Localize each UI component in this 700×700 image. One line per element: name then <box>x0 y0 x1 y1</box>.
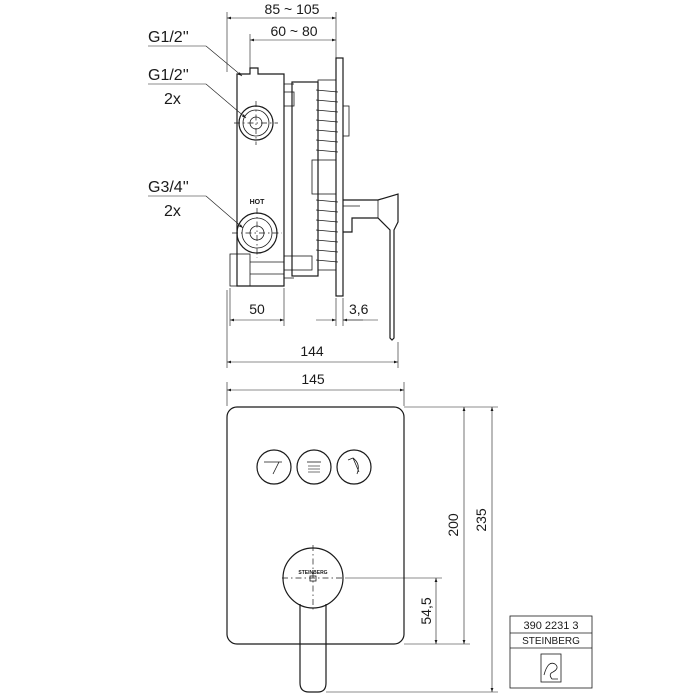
port-lower-thread: G3/4'' <box>148 179 189 196</box>
port-top-callout: G1/2'' <box>148 29 243 77</box>
port-upper-callout: G1/2'' 2x <box>148 67 247 119</box>
function-buttons <box>256 449 372 485</box>
mixer-handle: STEINBERG <box>282 545 345 693</box>
button-shower <box>296 449 332 485</box>
port-upper-thread: G1/2'' <box>148 67 189 84</box>
dim-plate-thickness-label: 3,6 <box>349 301 369 317</box>
dim-height-235-label: 235 <box>473 508 489 532</box>
port-upper-fitting <box>234 101 278 145</box>
dim-width-144-label: 144 <box>300 343 324 359</box>
side-view: 85 ~ 105 60 ~ 80 <box>148 1 399 368</box>
dim-height-200-label: 200 <box>445 513 461 537</box>
hand-shower-icon <box>347 457 360 475</box>
port-upper-qty: 2x <box>164 91 181 108</box>
dimension-overall-depth: 85 ~ 105 <box>226 1 337 72</box>
brand-logo-icon <box>540 653 562 683</box>
front-view: 145 <box>226 371 498 693</box>
thread-ribs <box>315 89 339 263</box>
dim-handle-axis-label: 54,5 <box>418 597 434 624</box>
dimension-height-235: 235 <box>326 406 498 693</box>
dim-width-145-label: 145 <box>301 371 325 387</box>
dimension-width-144: 144 <box>226 290 399 368</box>
dimension-height-200: 200 <box>404 406 470 645</box>
dimension-plate-thickness: 3,6 <box>316 298 378 326</box>
button-hand-shower <box>336 449 372 485</box>
dim-overall-depth-label: 85 ~ 105 <box>265 1 320 17</box>
cover-plate-side <box>335 57 399 341</box>
dim-box-depth-label: 60 ~ 80 <box>270 23 317 39</box>
hot-marking: HOT <box>250 199 266 206</box>
bath-spout-icon <box>264 461 282 475</box>
port-lower-callout: G3/4'' 2x <box>148 179 244 229</box>
port-lower-qty: 2x <box>164 203 181 220</box>
button-bath <box>256 449 292 485</box>
cover-plate-front <box>226 406 405 645</box>
dimension-width-145: 145 <box>226 371 405 406</box>
dimension-box-depth: 60 ~ 80 <box>249 23 336 72</box>
title-block-brand: STEINBERG <box>522 636 580 647</box>
port-lower-fitting: HOT <box>232 199 282 258</box>
port-top-thread: G1/2'' <box>148 29 189 46</box>
article-number: 390 2231 3 <box>523 620 578 632</box>
title-block: 390 2231 3 STEINBERG <box>509 615 593 689</box>
dimension-inlet-offset: 50 <box>229 288 285 326</box>
dim-inlet-offset-label: 50 <box>249 301 265 317</box>
shower-head-icon <box>307 461 321 473</box>
valve-body-side <box>229 67 339 287</box>
dimension-handle-axis: 54,5 <box>345 577 442 645</box>
